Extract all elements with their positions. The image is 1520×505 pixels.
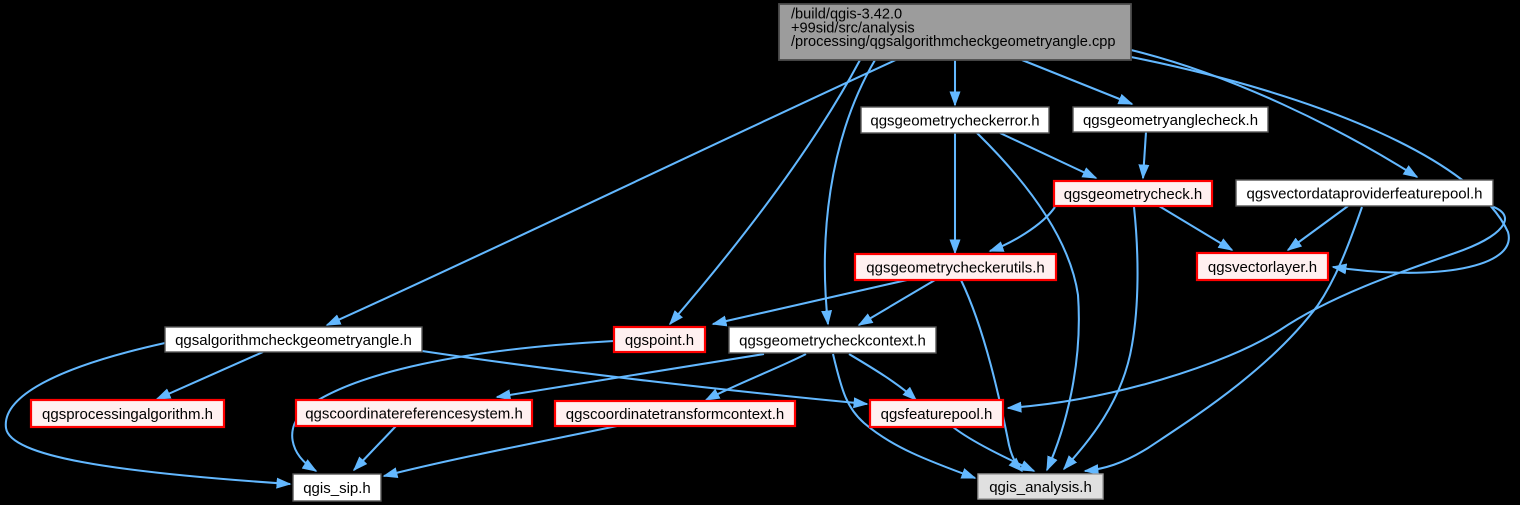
- svg-text:qgsfeaturepool.h: qgsfeaturepool.h: [881, 406, 993, 423]
- svg-text:qgscoordinatereferencesystem.h: qgscoordinatereferencesystem.h: [305, 405, 523, 422]
- svg-text:qgsgeometrycheck.h: qgsgeometrycheck.h: [1064, 186, 1202, 203]
- svg-text:qgsgeometrycheckerror.h: qgsgeometrycheckerror.h: [870, 112, 1039, 129]
- svg-text:qgsgeometrycheckcontext.h: qgsgeometrycheckcontext.h: [739, 332, 926, 349]
- svg-text:/build/qgis-3.42.0: /build/qgis-3.42.0: [791, 6, 902, 22]
- svg-text:qgsgeometrycheckerutils.h: qgsgeometrycheckerutils.h: [866, 259, 1044, 276]
- svg-text:+99sid/src/analysis: +99sid/src/analysis: [791, 20, 915, 36]
- svg-text:qgscoordinatetransformcontext.: qgscoordinatetransformcontext.h: [566, 406, 784, 423]
- svg-text:qgsvectorlayer.h: qgsvectorlayer.h: [1208, 259, 1317, 276]
- svg-text:/processing/qgsalgorithmcheckg: /processing/qgsalgorithmcheckgeometryang…: [791, 34, 1115, 50]
- svg-text:qgsalgorithmcheckgeometryangle: qgsalgorithmcheckgeometryangle.h: [175, 332, 412, 349]
- svg-text:qgsvectordataproviderfeaturepo: qgsvectordataproviderfeaturepool.h: [1247, 185, 1483, 202]
- svg-text:qgis_sip.h: qgis_sip.h: [303, 480, 371, 497]
- svg-text:qgspoint.h: qgspoint.h: [625, 332, 694, 349]
- svg-text:qgsgeometryanglecheck.h: qgsgeometryanglecheck.h: [1083, 112, 1258, 129]
- svg-text:qgis_analysis.h: qgis_analysis.h: [989, 479, 1092, 496]
- svg-text:qgsprocessingalgorithm.h: qgsprocessingalgorithm.h: [42, 406, 213, 423]
